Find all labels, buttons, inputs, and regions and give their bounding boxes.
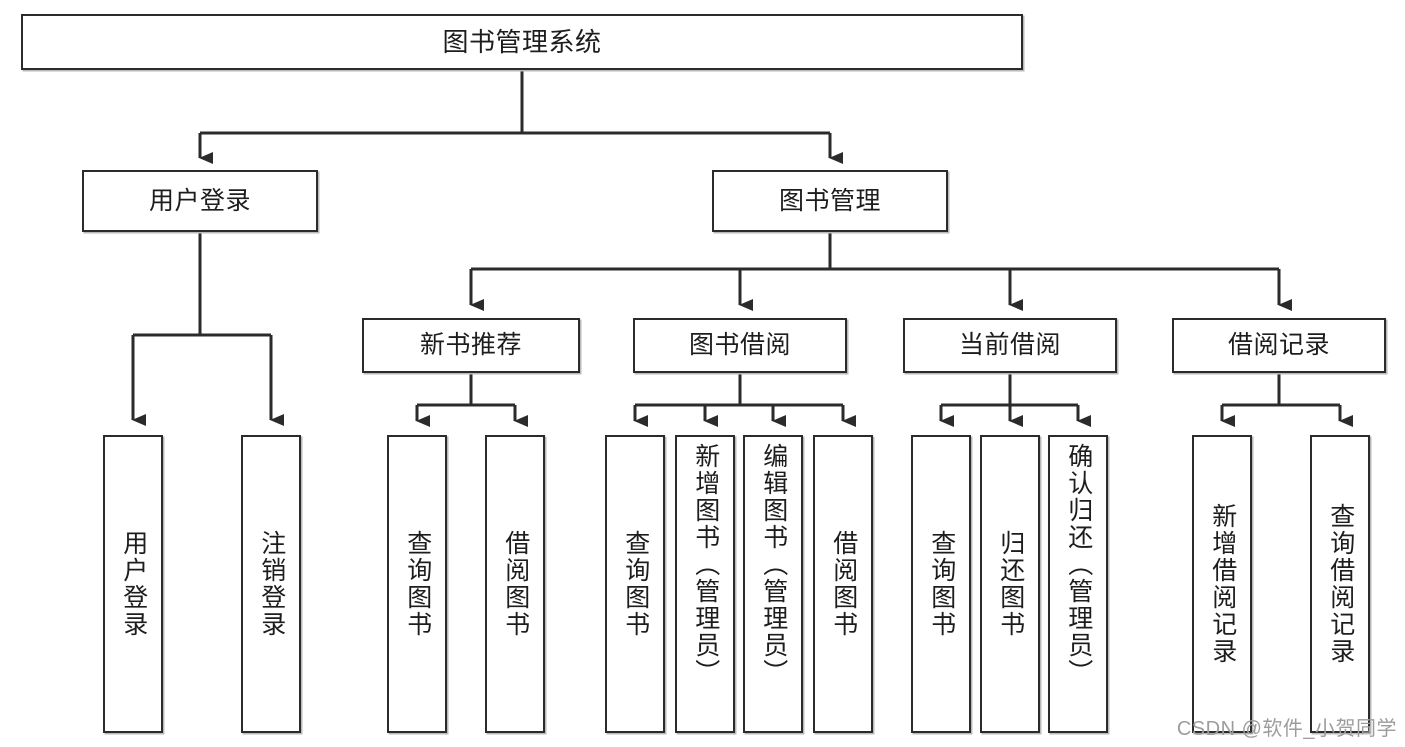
leaf-query-book-3[interactable]: 查询图书	[911, 435, 971, 733]
leaf-add-record[interactable]: 新增借阅记录	[1192, 435, 1252, 733]
node-root[interactable]: 图书管理系统	[21, 14, 1023, 70]
leaf-query-book-1-label: 查询图书	[403, 530, 432, 638]
node-current-borrow-label: 当前借阅	[958, 331, 1061, 359]
leaf-borrow-book-1[interactable]: 借阅图书	[485, 435, 545, 733]
node-book-borrow-label: 图书借阅	[688, 331, 791, 359]
leaf-confirm-return[interactable]: 确认归还（管理员）	[1048, 435, 1108, 733]
node-user-login[interactable]: 用户登录	[82, 170, 318, 232]
leaf-query-record-label: 查询借阅记录	[1326, 503, 1355, 665]
node-book-manage[interactable]: 图书管理	[712, 170, 948, 232]
leaf-query-book-1[interactable]: 查询图书	[387, 435, 447, 733]
leaf-query-record[interactable]: 查询借阅记录	[1310, 435, 1370, 733]
leaf-query-book-3-label: 查询图书	[927, 530, 956, 638]
leaf-user-login-label: 用户登录	[119, 530, 148, 638]
node-new-book-rec[interactable]: 新书推荐	[362, 318, 580, 373]
leaf-edit-book-label: 编辑图书（管理员）	[759, 443, 788, 686]
leaf-borrow-book-2[interactable]: 借阅图书	[813, 435, 873, 733]
leaf-edit-book[interactable]: 编辑图书（管理员）	[743, 435, 803, 733]
leaf-return-book[interactable]: 归还图书	[980, 435, 1040, 733]
node-book-manage-label: 图书管理	[778, 186, 881, 215]
node-root-label: 图书管理系统	[442, 27, 602, 57]
leaf-query-book-2-label: 查询图书	[621, 530, 650, 638]
leaf-user-login[interactable]: 用户登录	[103, 435, 163, 733]
leaf-add-book-label: 新增图书（管理员）	[691, 443, 720, 686]
leaf-query-book-2[interactable]: 查询图书	[605, 435, 665, 733]
node-book-borrow[interactable]: 图书借阅	[633, 318, 847, 373]
leaf-add-record-label: 新增借阅记录	[1208, 503, 1237, 665]
leaf-add-book[interactable]: 新增图书（管理员）	[675, 435, 735, 733]
node-current-borrow[interactable]: 当前借阅	[903, 318, 1117, 373]
leaf-borrow-book-2-label: 借阅图书	[829, 530, 858, 638]
leaf-logout-label: 注销登录	[257, 530, 286, 638]
node-borrow-record-label: 借阅记录	[1227, 331, 1330, 359]
leaf-borrow-book-1-label: 借阅图书	[501, 530, 530, 638]
node-new-book-rec-label: 新书推荐	[419, 331, 522, 359]
node-borrow-record[interactable]: 借阅记录	[1172, 318, 1386, 373]
leaf-confirm-return-label: 确认归还（管理员）	[1064, 443, 1093, 686]
node-user-login-label: 用户登录	[148, 186, 251, 215]
watermark: CSDN @软件_小贺同学	[1176, 718, 1397, 740]
leaf-return-book-label: 归还图书	[996, 530, 1025, 638]
leaf-logout[interactable]: 注销登录	[241, 435, 301, 733]
